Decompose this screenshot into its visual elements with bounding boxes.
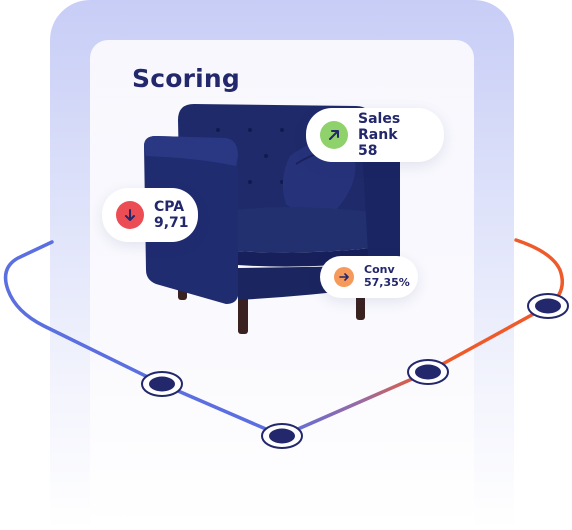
conv-value: 57,35%: [364, 276, 410, 289]
arrow-right-icon: [334, 267, 354, 287]
conv-label: Conv: [364, 263, 395, 277]
connector-line-bottom: [280, 370, 430, 438]
sales-rank-label: Sales Rank: [358, 110, 401, 143]
connector-node-bottom: [261, 423, 303, 449]
connector-line-left: [3, 240, 284, 438]
conv-chip: Conv 57,35%: [320, 256, 418, 298]
connector-node-middle-right: [407, 359, 449, 385]
cpa-chip: CPA 9,71: [102, 188, 198, 242]
connector-node-left: [141, 371, 183, 397]
connector-node-right: [527, 293, 569, 319]
cpa-label: CPA: [154, 198, 185, 215]
arrow-up-right-icon: [320, 121, 348, 149]
sales-rank-chip: Sales Rank 58: [306, 108, 444, 162]
arrow-down-icon: [116, 201, 144, 229]
card-title: Scoring: [132, 64, 240, 93]
sales-rank-value: 58: [358, 143, 378, 160]
cpa-value: 9,71: [154, 215, 189, 231]
